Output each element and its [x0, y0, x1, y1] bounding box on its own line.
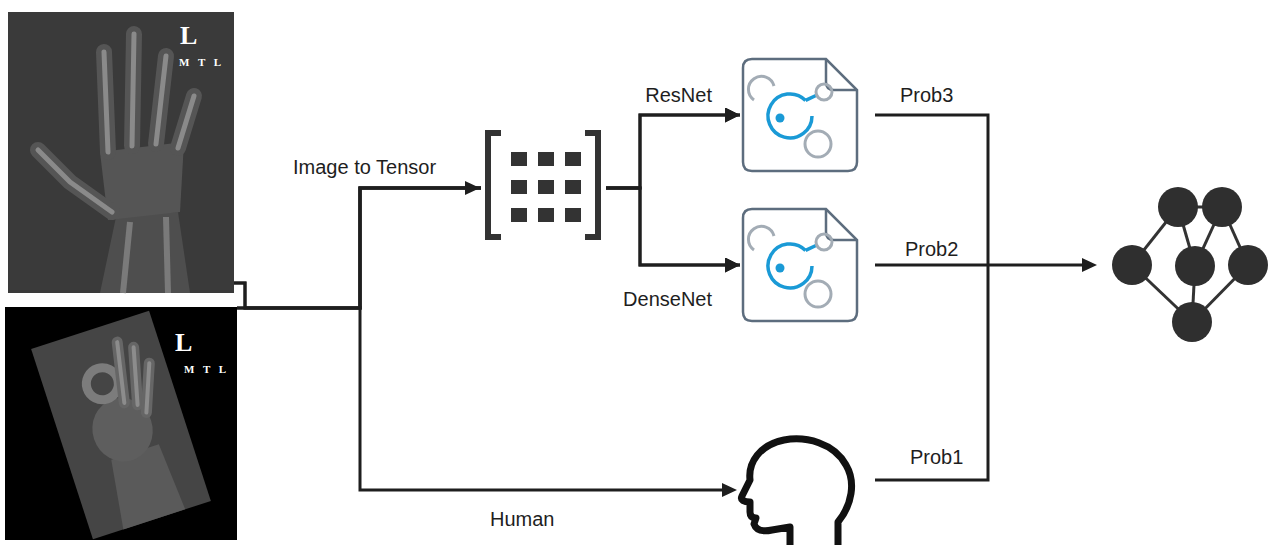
- forearm-shadow: [100, 212, 190, 293]
- flow-connector: [237, 115, 740, 308]
- finger-shadow: [132, 34, 134, 146]
- flow-connector: [234, 115, 740, 308]
- tensor-cell: [565, 180, 581, 194]
- tensor-bracket: [585, 133, 598, 237]
- tensor-cell: [511, 152, 527, 166]
- model-glyph: [806, 95, 817, 100]
- tensor-cell: [511, 208, 527, 222]
- arrow-head: [722, 483, 737, 497]
- model-icon-art: [740, 56, 860, 174]
- arrow-head: [1082, 258, 1097, 272]
- model-glyph: [776, 114, 785, 123]
- human-branch-line: [360, 306, 724, 490]
- model-name: ResNet: [645, 84, 712, 106]
- tensor-ground: [481, 126, 606, 244]
- human-head-icon: [741, 439, 851, 545]
- model-icon-art: [740, 206, 860, 324]
- marker-code: M T L: [179, 56, 224, 68]
- line-label: Prob2: [905, 238, 958, 260]
- tensor-cell: [538, 152, 554, 166]
- network-unit: [1112, 245, 1152, 285]
- finger-shadow: [132, 363, 163, 412]
- finger-bone: [132, 363, 163, 412]
- finger-shadow: [38, 150, 112, 212]
- model-glyph: [748, 76, 774, 100]
- model-glyph: [768, 244, 812, 288]
- finger-bone: [178, 96, 194, 148]
- model-glyph: [816, 234, 832, 250]
- xray-plate: [31, 311, 211, 540]
- model-name: DenseNet: [623, 288, 712, 310]
- tensor-cell: [565, 152, 581, 166]
- probability-line: [875, 264, 1083, 267]
- probability-line: [875, 115, 988, 265]
- tensor-cell: [511, 180, 527, 194]
- xray-art: [5, 307, 237, 540]
- line-label: Image to Tensor: [293, 156, 436, 178]
- network-unit: [1175, 246, 1215, 286]
- tensor-cell: [538, 208, 554, 222]
- line-label: Prob3: [900, 84, 953, 106]
- finger-bone: [132, 34, 134, 146]
- side-marker: L: [180, 22, 197, 50]
- finger-shadow: [104, 52, 108, 152]
- finger-shadow: [178, 96, 194, 148]
- finger-shadow: [156, 56, 166, 144]
- model-document: [743, 209, 857, 321]
- model-glyph: [768, 94, 812, 138]
- xray-image: L M T L: [5, 307, 237, 540]
- model-icon: ResNet: [740, 56, 860, 174]
- side-marker: L: [175, 329, 192, 357]
- xray-art: [8, 12, 234, 293]
- finger-bone: [104, 52, 108, 152]
- arm-bone: [123, 222, 130, 293]
- network-unit: [1228, 245, 1268, 285]
- xray-ground: [5, 307, 237, 540]
- network-unit: [1172, 302, 1212, 342]
- model-icon: DenseNet: [740, 206, 860, 324]
- model-glyph: [806, 245, 817, 250]
- xray-image: L M T L: [8, 12, 234, 293]
- model-glyph: [816, 84, 832, 100]
- model-document: [743, 59, 857, 171]
- model-glyph: [805, 131, 831, 157]
- xray-film: [31, 311, 211, 540]
- tensor-cell: [565, 208, 581, 222]
- line-label: Human: [490, 508, 554, 530]
- tensor-bracket: [488, 133, 501, 237]
- finger-bone: [156, 56, 166, 144]
- line-label: Prob1: [910, 446, 963, 468]
- model-glyph: [776, 264, 785, 273]
- probability-line: [875, 265, 988, 480]
- model-glyph: [805, 281, 831, 307]
- marker-code: M T L: [184, 363, 229, 375]
- tensor-cell: [538, 180, 554, 194]
- arm-bone: [166, 217, 168, 293]
- network-unit: [1158, 187, 1198, 227]
- finger-bone: [38, 150, 112, 212]
- model-glyph: [748, 226, 774, 250]
- xray-ground: [8, 12, 234, 293]
- network-unit: [1202, 187, 1242, 227]
- arrow-head: [465, 181, 480, 195]
